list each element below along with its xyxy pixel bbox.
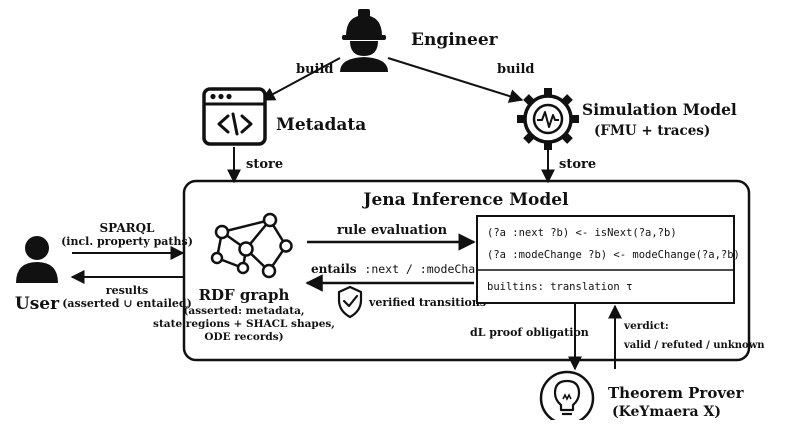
entails-label: entails :next / :modeChange [311, 262, 496, 276]
rdf-graph-line-3: ODE records) [204, 331, 283, 343]
build-label-right: build [497, 62, 535, 77]
user-icon [16, 236, 58, 283]
simulation-model-title: Simulation Model [582, 100, 737, 119]
rdf-graph-line-2: state regions + SHACL shapes, [153, 318, 335, 330]
shield-check-icon [337, 285, 363, 319]
lightbulb-icon [539, 370, 595, 425]
gear-waveform-icon [517, 88, 579, 150]
verdict-label: verdict: [623, 320, 669, 332]
theorem-prover-title: Theorem Prover [608, 384, 745, 402]
rules-box [476, 215, 735, 304]
simulation-model-subtitle: (FMU + traces) [594, 123, 710, 139]
store-label-right: store [559, 157, 596, 172]
entails-properties: :next / :modeChange [364, 262, 496, 276]
jena-inference-model-title: Jena Inference Model [361, 190, 569, 210]
rule-mode-change: (?a :modeChange ?b) <- modeChange(?a,?b) [487, 249, 740, 261]
code-window-icon [202, 87, 267, 146]
rule-evaluation-label: rule evaluation [337, 223, 448, 238]
results-label: results [106, 284, 148, 297]
build-arrow-right [387, 57, 524, 103]
store-label-left: store [246, 157, 283, 172]
engineer-hardhat-icon [340, 9, 388, 72]
rdf-graph-line-1: (asserted: metadata, [183, 305, 304, 317]
build-arrow-left [260, 57, 341, 101]
builtins-label: builtins: translation τ [487, 281, 632, 293]
verified-transitions-label: verified transitions [368, 296, 486, 309]
graph-network-icon [210, 212, 293, 279]
theorem-prover-subtitle: (KeYmaera X) [612, 404, 721, 420]
entails-word: entails [311, 262, 357, 276]
rule-next: (?a :next ?b) <- isNext(?a,?b) [487, 227, 677, 239]
build-label-left: build [296, 62, 334, 77]
user-label: User [15, 294, 60, 314]
metadata-label: Metadata [276, 115, 366, 135]
sparql-sublabel: (incl. property paths) [61, 235, 193, 248]
engineer-label: Engineer [411, 30, 499, 50]
rdf-graph-title: RDF graph [199, 286, 290, 304]
verdict-values: valid / refuted / unknown [623, 340, 765, 351]
jena-inference-model-box [182, 179, 751, 362]
results-sublabel: (asserted ∪ entailed) [62, 297, 192, 310]
proof-obligation-label: dL proof obligation [470, 326, 589, 339]
sparql-label: SPARQL [100, 221, 156, 235]
